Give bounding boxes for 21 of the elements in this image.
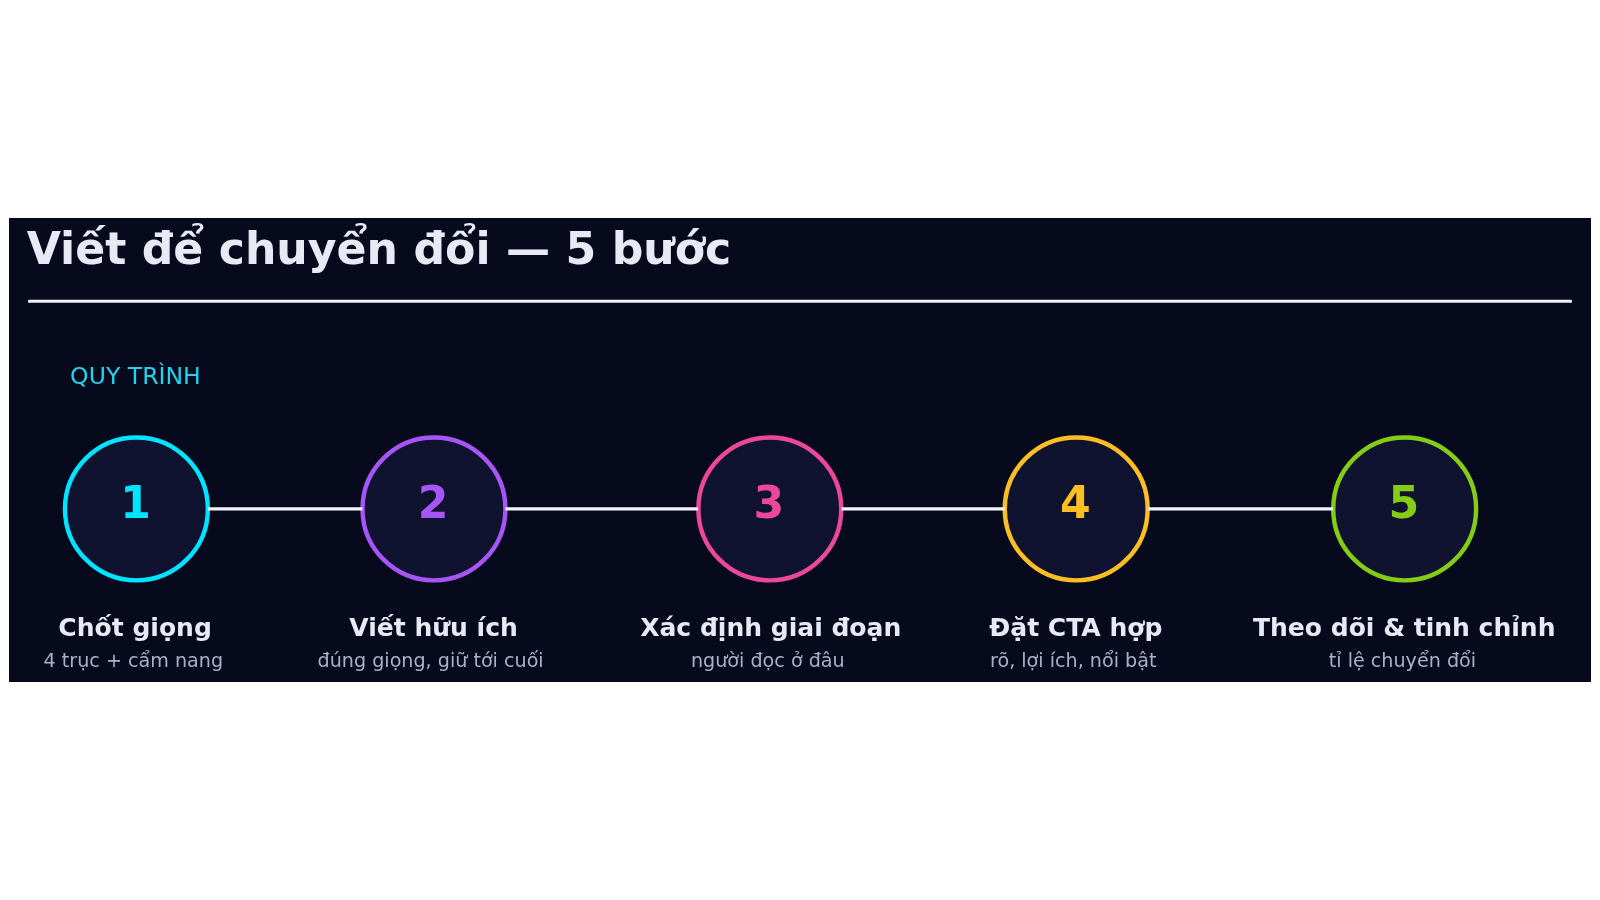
node-label: người đọc ở đâu <box>691 649 845 673</box>
label: QUY TRÌNH <box>70 362 201 391</box>
node-label: đúng giọng, giữ tới cuối <box>317 649 544 673</box>
diagram-title: Viết để chuyển đổi — 5 bước <box>26 223 732 275</box>
node-circle: 5 <box>1331 435 1479 583</box>
connector <box>207 507 363 511</box>
node-label: tỉ lệ chuyển đổi <box>1328 649 1477 673</box>
node-label: Viết hữu ích <box>349 613 518 643</box>
node-label: 4 trục + cẩm nang <box>43 649 224 673</box>
connector <box>841 507 1005 511</box>
node-circle: 2 <box>360 435 508 583</box>
node-circle: 4 <box>1002 435 1150 583</box>
node-label: Chốt giọng <box>58 613 212 643</box>
node-label: Theo dõi & tinh chỉnh <box>1252 613 1556 643</box>
connector <box>505 507 699 511</box>
node-label: rõ, lợi ích, nổi bật <box>990 649 1157 673</box>
connector <box>1148 507 1333 511</box>
node-label: Xác định giai đoạn <box>640 613 902 643</box>
node-circle: 3 <box>696 435 844 583</box>
node-label: Đặt CTA hợp <box>989 613 1163 643</box>
node-circle: 1 <box>62 435 211 583</box>
